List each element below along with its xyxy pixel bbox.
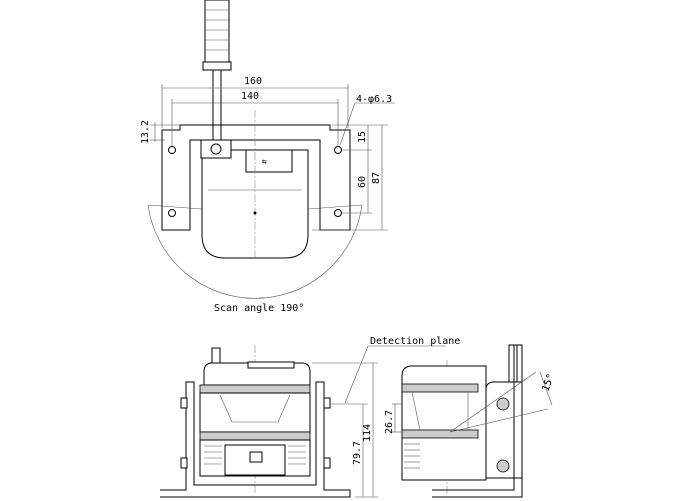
- side-body: [401, 365, 487, 481]
- scan-angle-label: Scan angle 190°: [214, 303, 304, 314]
- top-view: ⇆ 160 140 4-φ6.3 13.2 15 60 87 Scan angl…: [140, 0, 395, 314]
- mounting-hole-icon: [168, 146, 342, 217]
- usb-cover: [245, 149, 293, 173]
- dim-114: 114: [362, 424, 373, 442]
- screw-icon: [496, 459, 510, 473]
- front-view: 114 79.7 Detection plane: [160, 336, 460, 498]
- dim-140: 140: [241, 91, 259, 102]
- scan-arc: [147, 204, 363, 299]
- dim-60: 60: [357, 176, 368, 188]
- detection-plane-label: Detection plane: [370, 336, 460, 347]
- cable: [212, 69, 222, 147]
- dim-79-7: 79.7: [352, 441, 363, 465]
- dim-hole-spec: 4-φ6.3: [356, 94, 392, 105]
- cable-connector: [204, 0, 230, 63]
- dim-160: 160: [244, 76, 262, 87]
- dim-26-7: 26.7: [384, 410, 395, 434]
- dim-15-deg: 15°: [540, 372, 557, 393]
- dim-15: 15: [357, 131, 368, 143]
- screw-icon: [496, 397, 510, 411]
- side-view: 15° 26.7: [384, 344, 557, 498]
- usb-icon: ⇆: [262, 157, 267, 166]
- connector-block: [200, 139, 232, 159]
- dim-13-2: 13.2: [140, 120, 151, 144]
- dim-87: 87: [371, 172, 382, 184]
